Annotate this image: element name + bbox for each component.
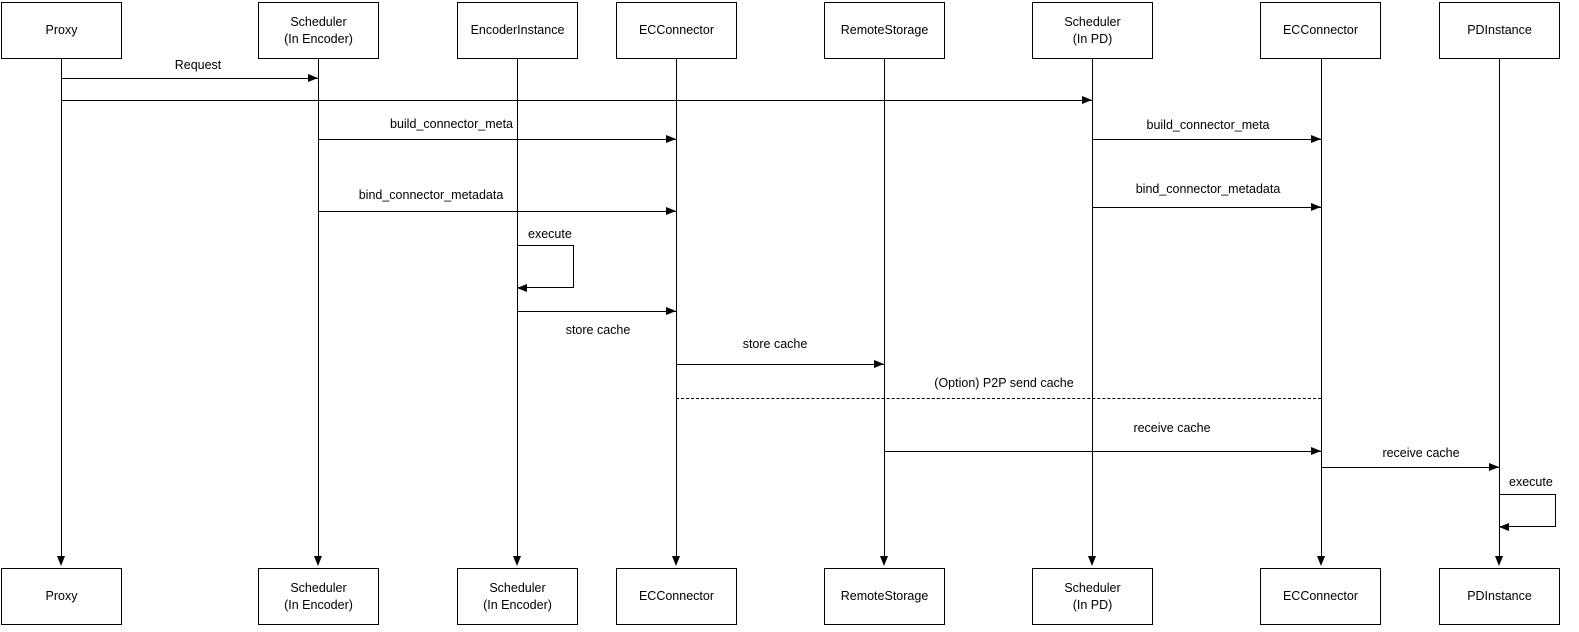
message-label-m5: bind_connector_metadata: [358, 188, 504, 202]
message-line-m7: [517, 311, 676, 312]
message-line-m4: [1092, 139, 1321, 140]
message-arrowhead-m8: [874, 360, 884, 368]
participant-header-pd_inst[interactable]: PDInstance: [1439, 2, 1560, 59]
message-arrowhead-m11: [1489, 463, 1499, 471]
participant-footer-remote[interactable]: RemoteStorage: [824, 568, 945, 625]
participant-header-ecconn_left[interactable]: ECConnector: [616, 2, 737, 59]
message-line-m9: [676, 398, 1321, 399]
lifeline-end-arrow-remote: [880, 556, 888, 566]
message-label-m3: build_connector_meta: [390, 117, 513, 131]
lifeline-end-arrow-ecconn_right: [1317, 556, 1325, 566]
lifeline-end-arrow-sched_enc: [314, 556, 322, 566]
participant-footer-ecconn_right[interactable]: ECConnector: [1260, 568, 1381, 625]
lifeline-end-arrow-sched_pd: [1088, 556, 1096, 566]
message-arrowhead-m2: [1082, 96, 1092, 104]
lifeline-remote: [884, 59, 885, 556]
participant-footer-sched_enc[interactable]: Scheduler (In Encoder): [258, 568, 379, 625]
participant-footer-proxy[interactable]: Proxy: [1, 568, 122, 625]
lifeline-ecconn_right: [1321, 59, 1322, 556]
message-label-m6: bind_connector_metadata: [1135, 182, 1281, 196]
message-line-m8: [676, 364, 884, 365]
participant-header-remote[interactable]: RemoteStorage: [824, 2, 945, 59]
message-label-m7: store cache: [565, 323, 631, 337]
message-label-m1: Request: [174, 58, 222, 72]
participant-header-sched_pd[interactable]: Scheduler (In PD): [1032, 2, 1153, 59]
lifeline-sched_enc: [318, 59, 319, 556]
participant-header-sched_enc[interactable]: Scheduler (In Encoder): [258, 2, 379, 59]
participant-header-encoder_inst[interactable]: EncoderInstance: [457, 2, 578, 59]
lifeline-proxy: [61, 59, 62, 556]
lifeline-ecconn_left: [676, 59, 677, 556]
message-arrowhead-m1: [308, 74, 318, 82]
participant-header-proxy[interactable]: Proxy: [1, 2, 122, 59]
self-message-label-s2: execute: [1509, 475, 1553, 489]
message-label-m10: receive cache: [1133, 421, 1211, 435]
message-line-m10: [884, 451, 1321, 452]
participant-footer-sched_pd[interactable]: Scheduler (In PD): [1032, 568, 1153, 625]
message-label-m11: receive cache: [1382, 446, 1460, 460]
self-message-loop-s2: [1499, 494, 1556, 527]
message-arrowhead-m7: [666, 307, 676, 315]
participant-footer-ecconn_left[interactable]: ECConnector: [616, 568, 737, 625]
self-message-label-s1: execute: [528, 227, 572, 241]
participant-footer-pd_inst[interactable]: PDInstance: [1439, 568, 1560, 625]
lifeline-end-arrow-pd_inst: [1495, 556, 1503, 566]
participant-footer-encoder_inst[interactable]: Scheduler (In Encoder): [457, 568, 578, 625]
participant-header-ecconn_right[interactable]: ECConnector: [1260, 2, 1381, 59]
message-line-m1: [61, 78, 318, 79]
message-line-m5: [318, 211, 676, 212]
lifeline-end-arrow-ecconn_left: [672, 556, 680, 566]
message-arrowhead-m3: [666, 135, 676, 143]
message-line-m3: [318, 139, 676, 140]
message-line-m6: [1092, 207, 1321, 208]
message-label-m9: (Option) P2P send cache: [934, 376, 1074, 390]
message-label-m8: store cache: [742, 337, 808, 351]
self-message-arrowhead-s1: [517, 284, 527, 292]
self-message-arrowhead-s2: [1499, 523, 1509, 531]
lifeline-sched_pd: [1092, 59, 1093, 556]
message-arrowhead-m6: [1311, 203, 1321, 211]
message-arrowhead-m10: [1311, 447, 1321, 455]
message-arrowhead-m5: [666, 207, 676, 215]
message-label-m4: build_connector_meta: [1146, 118, 1270, 132]
message-arrowhead-m4: [1311, 135, 1321, 143]
message-line-m2: [61, 100, 1092, 101]
lifeline-pd_inst: [1499, 59, 1500, 556]
lifeline-encoder_inst: [517, 59, 518, 556]
self-message-loop-s1: [517, 245, 574, 288]
lifeline-end-arrow-encoder_inst: [513, 556, 521, 566]
message-line-m11: [1321, 467, 1499, 468]
lifeline-end-arrow-proxy: [57, 556, 65, 566]
